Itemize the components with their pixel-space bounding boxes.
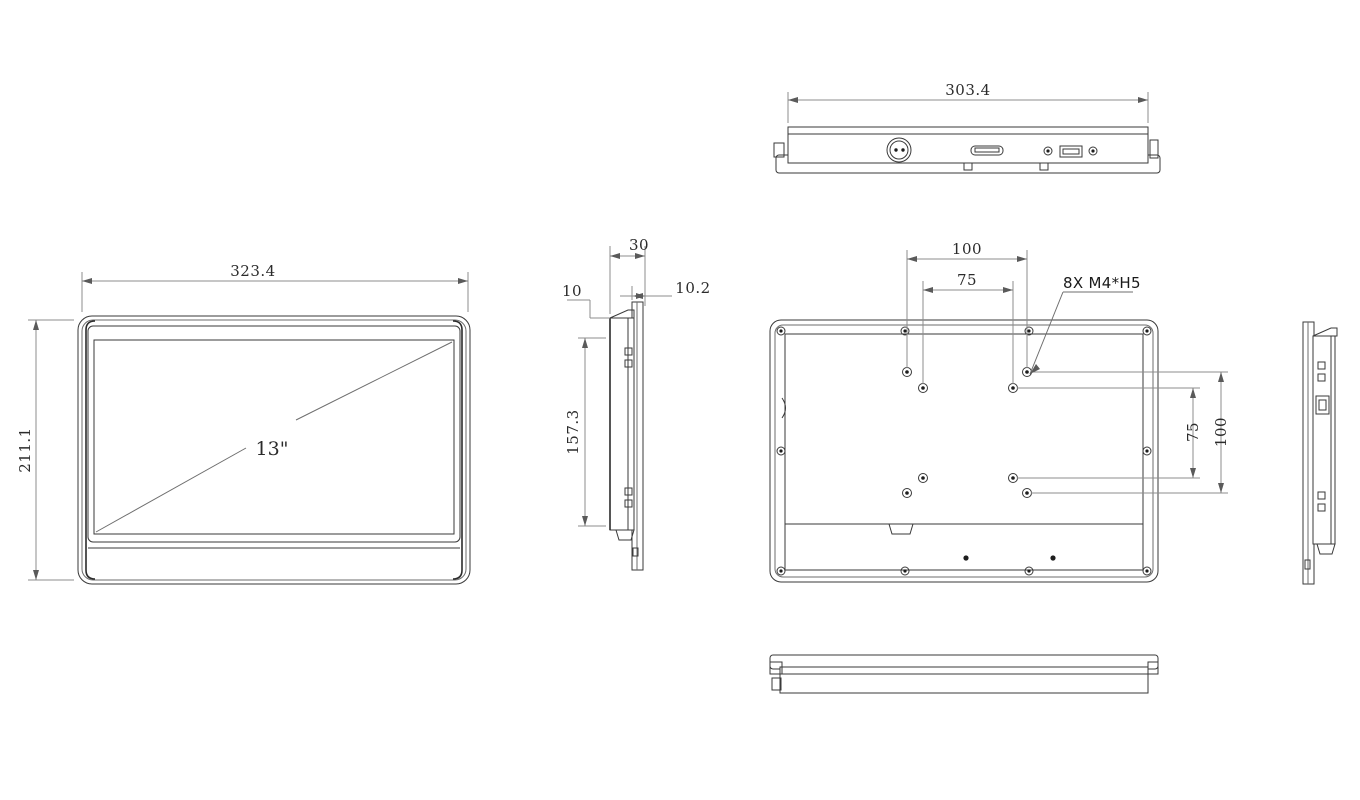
vesa-100-h-label: 100 (952, 240, 982, 258)
side-mount-hole (1317, 491, 1326, 500)
side-mount-hole (624, 499, 633, 508)
screen-diagonal-lower (95, 447, 247, 533)
rear-screw (963, 555, 969, 561)
front-height-dimension (28, 319, 74, 581)
front-width-dimension (81, 272, 469, 312)
left-side-view (609, 301, 644, 571)
vesa-75-v-dimension (1017, 387, 1200, 479)
side-mount-hole (624, 487, 633, 496)
side-bezel-dimension (620, 286, 672, 300)
vesa-100-v-label: 100 (1212, 417, 1230, 447)
dc-power-jack (886, 137, 912, 163)
side-mount-hole (1317, 503, 1326, 512)
side-height-dimension (578, 337, 606, 527)
hdmi-port (963, 145, 1004, 171)
perimeter-screws (776, 326, 1152, 576)
screen-diagonal-upper (295, 341, 453, 421)
right-side-view (1302, 321, 1338, 585)
vesa-100-holes (902, 367, 1032, 498)
vesa-100-h-dimension (906, 250, 1028, 368)
side-offset-dimension (567, 299, 610, 319)
top-width-label: 303.4 (945, 81, 990, 99)
side-depth-label: 30 (629, 236, 649, 254)
bottom-connector (771, 677, 782, 691)
front-view (77, 315, 471, 585)
side-offset-label: 10 (562, 282, 582, 300)
thread-callout-leader (1029, 291, 1133, 375)
side-mount-hole (624, 359, 633, 368)
vesa-75-v-label: 75 (1184, 422, 1202, 442)
side-bezel-label: 10.2 (675, 279, 710, 297)
top-view (773, 126, 1161, 174)
vesa-100-v-dimension (1031, 371, 1228, 494)
usb-port (1039, 145, 1098, 171)
bottom-view (769, 654, 1159, 694)
front-height-label: 211.1 (16, 427, 34, 472)
front-width-label: 323.4 (230, 262, 275, 280)
rear-screw (1050, 555, 1056, 561)
rear-view (769, 319, 1159, 583)
top-width-dimension (787, 92, 1149, 123)
thread-note-label: 8X M4*H5 (1063, 274, 1141, 292)
vesa-75-h-label: 75 (957, 271, 977, 289)
side-connector (1315, 395, 1330, 415)
side-mount-hole (1317, 361, 1326, 370)
vesa-75-h-dimension (922, 281, 1014, 384)
side-height-label: 157.3 (564, 409, 582, 454)
side-mount-hole (1317, 373, 1326, 382)
screen-size-label: 13" (256, 438, 289, 460)
side-mount-hole (624, 347, 633, 356)
